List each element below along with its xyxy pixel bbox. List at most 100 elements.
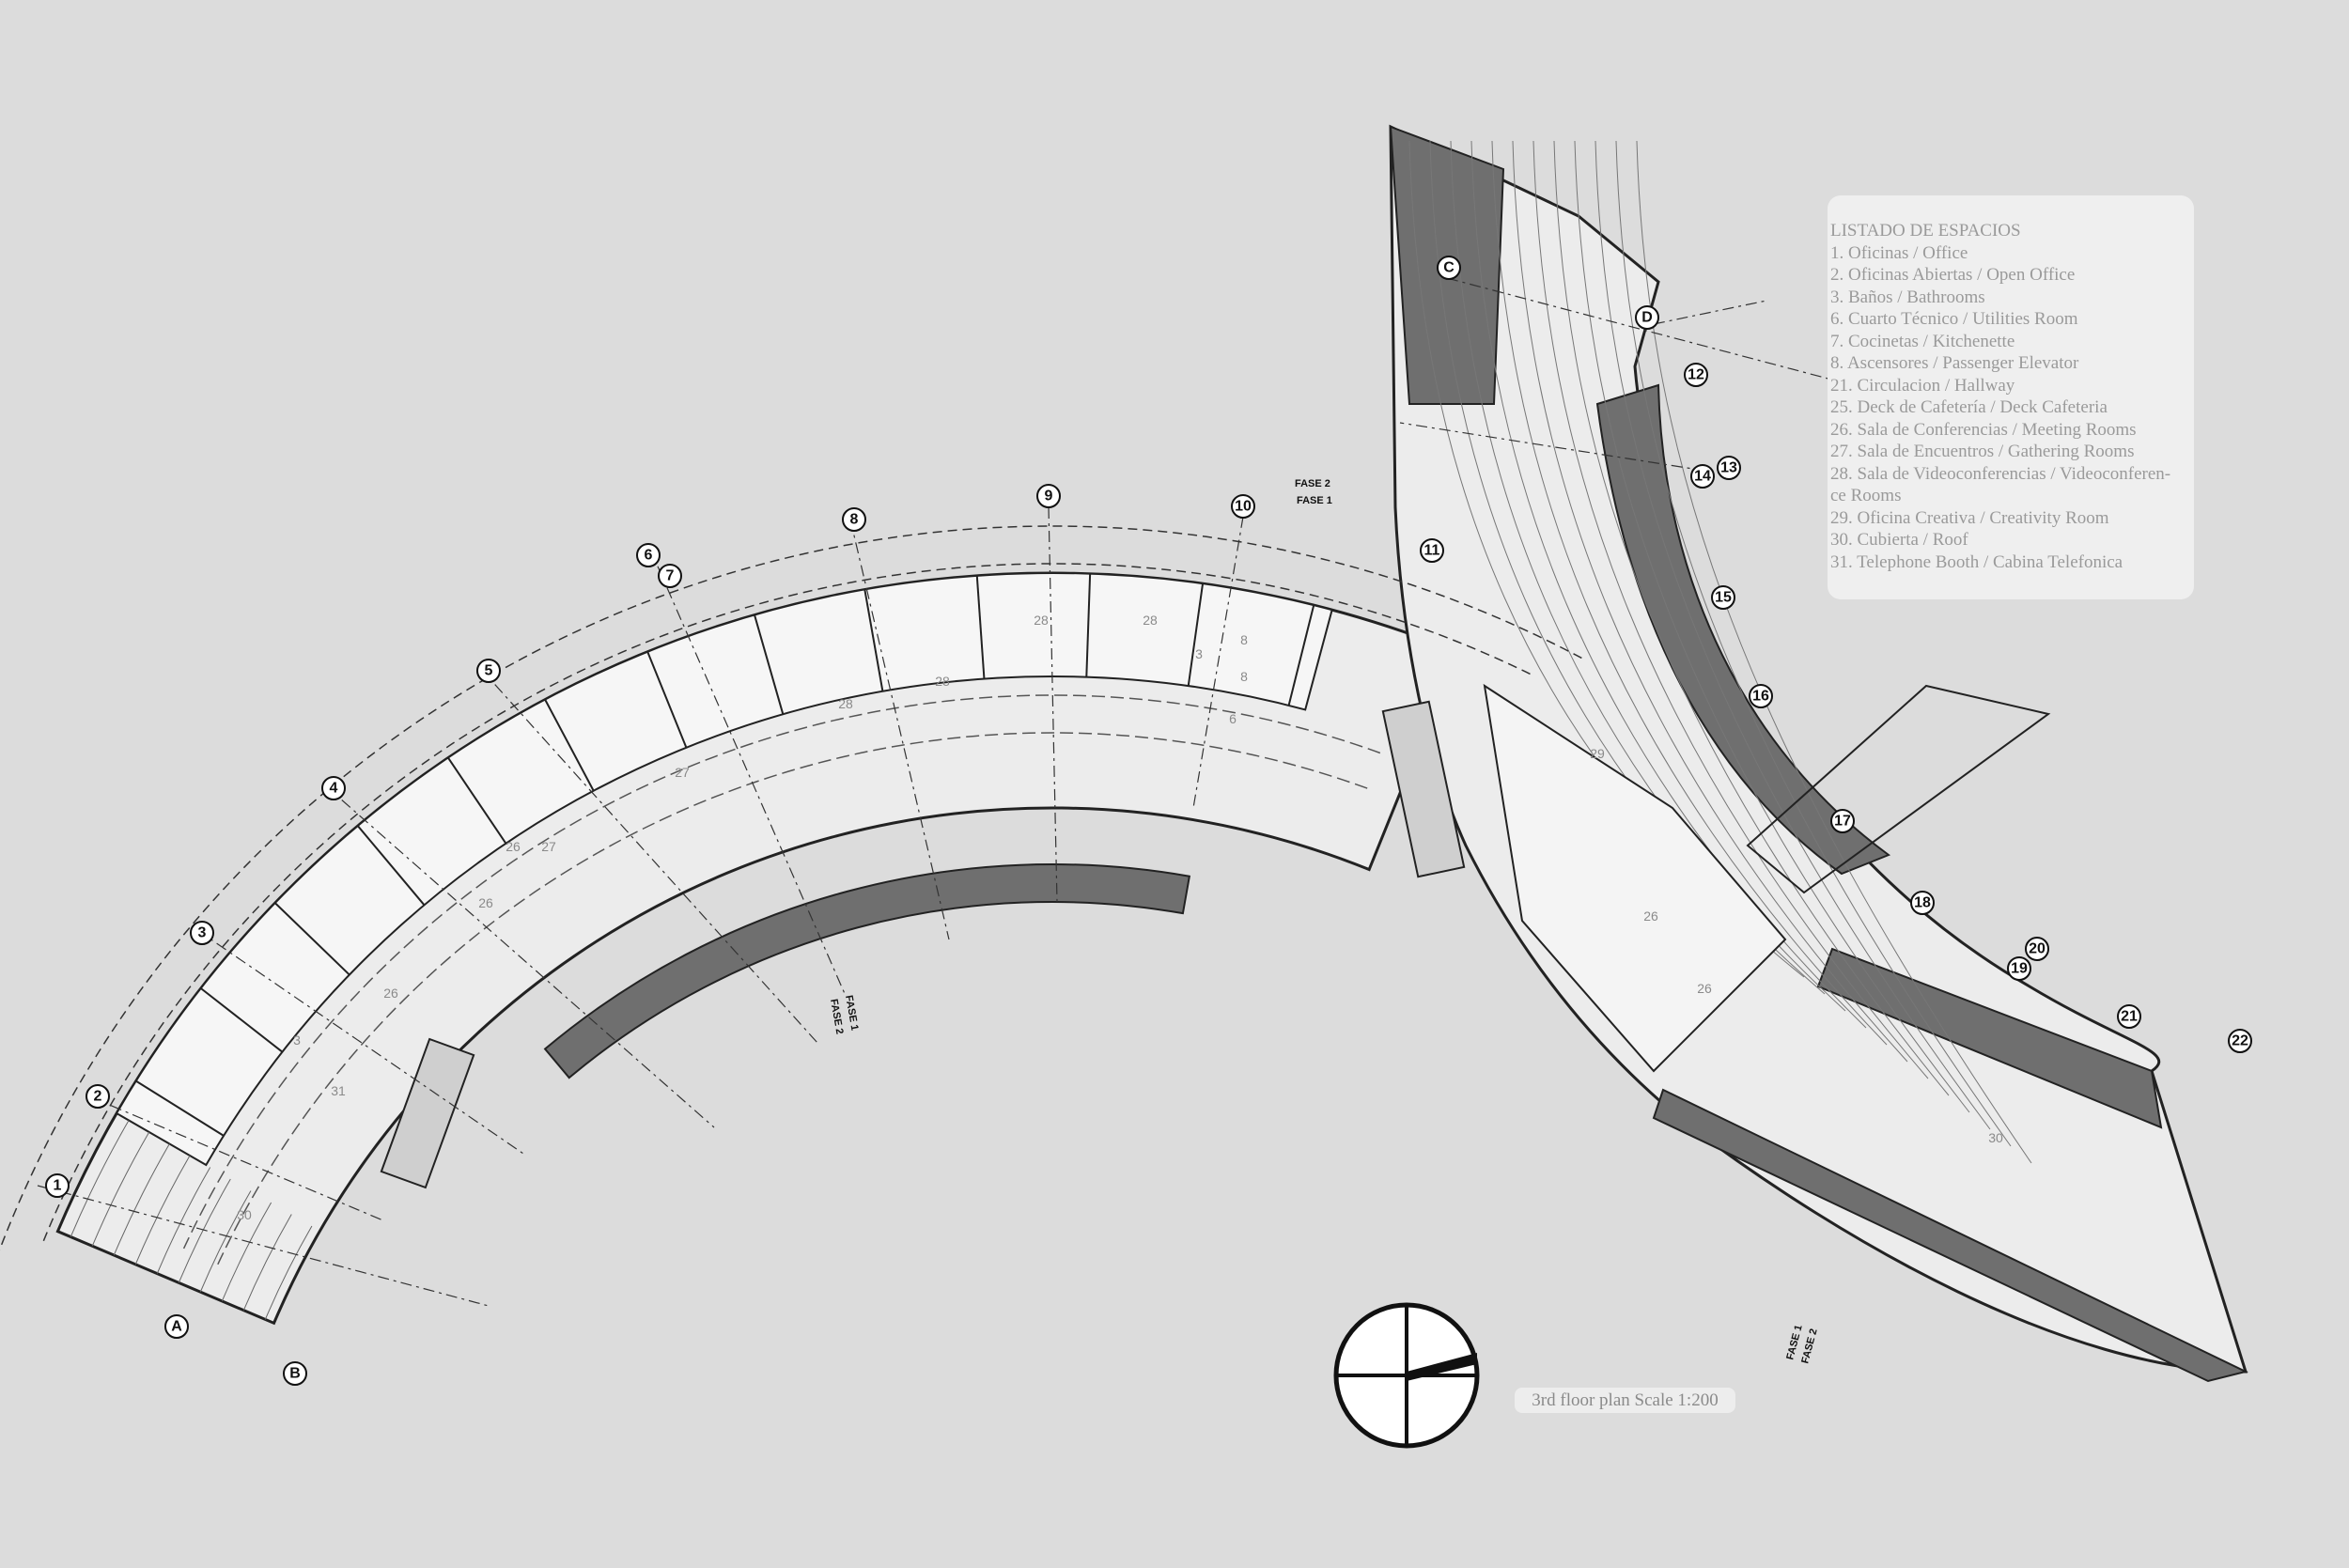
roof-deck-line bbox=[1615, 140, 2012, 1147]
phase-label: FASE 1 bbox=[843, 994, 860, 1031]
svg-text:19: 19 bbox=[2011, 961, 2028, 977]
roof-deck-line bbox=[1574, 140, 1970, 1113]
grid-bubble: 17 bbox=[1830, 809, 1855, 833]
room-number: 27 bbox=[675, 765, 690, 780]
legend-item: 29. Oficina Creativa / Creativity Room bbox=[1830, 507, 2109, 528]
svg-text:14: 14 bbox=[1694, 469, 1711, 485]
grid-bubble: D bbox=[1635, 305, 1659, 330]
svg-text:22: 22 bbox=[2232, 1033, 2248, 1049]
phase-label: FASE 2 bbox=[828, 998, 845, 1034]
north-arrow-icon bbox=[1333, 1302, 1480, 1449]
room-number: 8 bbox=[1240, 669, 1248, 684]
roof-deck-line bbox=[1636, 140, 2032, 1164]
roof-deck-line bbox=[199, 1190, 252, 1293]
roof-band bbox=[543, 863, 1191, 1079]
roof-band bbox=[1652, 1088, 2248, 1383]
roof-deck-line bbox=[134, 1155, 191, 1265]
legend-item: 1. Oficinas / Office bbox=[1830, 242, 1968, 263]
room-labels: 30 31 3 26 26 26 27 27 28 28 28 28 3 8 8… bbox=[237, 613, 2003, 1222]
drawing-scale-label: 3rd floor plan Scale 1:200 bbox=[1515, 1388, 1735, 1413]
legend-item: 21. Circulacion / Hallway bbox=[1830, 375, 2015, 396]
legend-item: 26. Sala de Conferencias / Meeting Rooms bbox=[1830, 419, 2137, 440]
room-number: 26 bbox=[1697, 981, 1712, 996]
svg-text:17: 17 bbox=[1834, 814, 1851, 830]
legend-item: 27. Sala de Encuentros / Gathering Rooms bbox=[1830, 442, 2135, 461]
svg-text:4: 4 bbox=[330, 781, 338, 797]
room-divider bbox=[357, 825, 426, 906]
rooms-strip bbox=[115, 572, 1333, 1167]
grid-bubble: 22 bbox=[2228, 1029, 2252, 1053]
grid-axis-line bbox=[1192, 516, 1244, 809]
room-divider bbox=[646, 651, 688, 749]
legend-item: 31. Telephone Booth / Cabina Telefonica bbox=[1830, 551, 2123, 572]
grid-bubble: 3 bbox=[190, 921, 214, 945]
grid-bubble: 14 bbox=[1690, 464, 1715, 489]
roof-deck-line bbox=[264, 1225, 313, 1320]
grid-bubble: 21 bbox=[2117, 1004, 2141, 1029]
grid-axis-line bbox=[1653, 300, 1767, 325]
grid-bubble: 18 bbox=[1910, 891, 1935, 915]
room-number: 26 bbox=[1643, 908, 1658, 924]
room-number: 28 bbox=[838, 696, 853, 711]
room-number: 30 bbox=[1988, 1130, 2003, 1145]
svg-text:B: B bbox=[289, 1366, 301, 1382]
grid-bubble: 12 bbox=[1684, 363, 1708, 387]
grid-bubble: 1 bbox=[45, 1173, 70, 1198]
legend-item: 7. Cocinetas / Kitchenette bbox=[1830, 331, 2015, 351]
creativity-room bbox=[1483, 683, 1787, 1073]
room-number: 26 bbox=[478, 895, 493, 910]
structural-grid bbox=[0, 277, 1890, 1307]
dashed-outline bbox=[0, 525, 1582, 1251]
svg-text:18: 18 bbox=[1914, 895, 1931, 911]
svg-text:8: 8 bbox=[850, 512, 859, 528]
grid-axis-line bbox=[37, 1185, 490, 1307]
svg-text:C: C bbox=[1443, 260, 1455, 276]
grid-axis-line bbox=[196, 929, 527, 1157]
grid-bubble: C bbox=[1437, 256, 1461, 280]
svg-text:6: 6 bbox=[645, 548, 653, 564]
grid-bubble: 10 bbox=[1231, 494, 1255, 519]
roof-deck-line bbox=[1491, 140, 1888, 1046]
grid-bubble: 19 bbox=[2007, 956, 2031, 981]
room-divider bbox=[1085, 573, 1092, 677]
room-number: 3 bbox=[293, 1032, 301, 1048]
roof-deck-line bbox=[1532, 140, 1929, 1079]
roof-deck-line bbox=[113, 1143, 170, 1256]
grid-axis-line bbox=[88, 1095, 386, 1222]
dashed-outline bbox=[40, 563, 1531, 1246]
grid-bubbles: 1 2 3 4 5 6 7 8 9 10 11 12 13 14 15 16 1… bbox=[45, 256, 2252, 1386]
grid-bubble: A bbox=[164, 1314, 189, 1339]
grid-bubble: 15 bbox=[1711, 585, 1735, 610]
room-divider bbox=[1287, 604, 1315, 706]
grid-bubble: 2 bbox=[86, 1084, 110, 1109]
svg-text:20: 20 bbox=[2029, 941, 2046, 957]
room-divider bbox=[447, 757, 507, 845]
svg-text:10: 10 bbox=[1235, 499, 1252, 515]
svg-text:D: D bbox=[1641, 310, 1653, 326]
legend-item: 8. Ascensores / Passenger Elevator bbox=[1830, 353, 2079, 373]
roof-deck-line bbox=[1553, 140, 1950, 1096]
space-legend: LISTADO DE ESPACIOS 1. Oficinas / Office… bbox=[1828, 195, 2194, 599]
svg-text:7: 7 bbox=[666, 568, 675, 584]
legend-title: LISTADO DE ESPACIOS bbox=[1830, 221, 2021, 241]
svg-text:21: 21 bbox=[2121, 1009, 2138, 1025]
grid-axis-line bbox=[849, 519, 950, 940]
svg-text:9: 9 bbox=[1045, 489, 1053, 505]
legend-item: 6. Cuarto Técnico / Utilities Room bbox=[1830, 309, 2078, 329]
grid-bubble: 16 bbox=[1749, 684, 1773, 708]
room-number: 27 bbox=[541, 839, 556, 854]
roof-band bbox=[1816, 947, 2163, 1129]
grid-bubble: 4 bbox=[321, 776, 346, 800]
room-number: 28 bbox=[1143, 613, 1158, 628]
roof-band bbox=[1595, 383, 1891, 876]
svg-text:2: 2 bbox=[94, 1089, 102, 1105]
grid-bubble: 11 bbox=[1420, 538, 1444, 563]
grid-bubble: 6 bbox=[636, 543, 661, 567]
legend-item: ce Rooms bbox=[1830, 486, 1902, 505]
room-divider bbox=[135, 1079, 225, 1137]
legend-item: 28. Sala de Videoconferencias / Videocon… bbox=[1830, 463, 2171, 484]
legend-item: 3. Baños / Bathrooms bbox=[1830, 287, 1985, 307]
svg-text:13: 13 bbox=[1720, 460, 1737, 476]
svg-text:12: 12 bbox=[1688, 367, 1704, 383]
